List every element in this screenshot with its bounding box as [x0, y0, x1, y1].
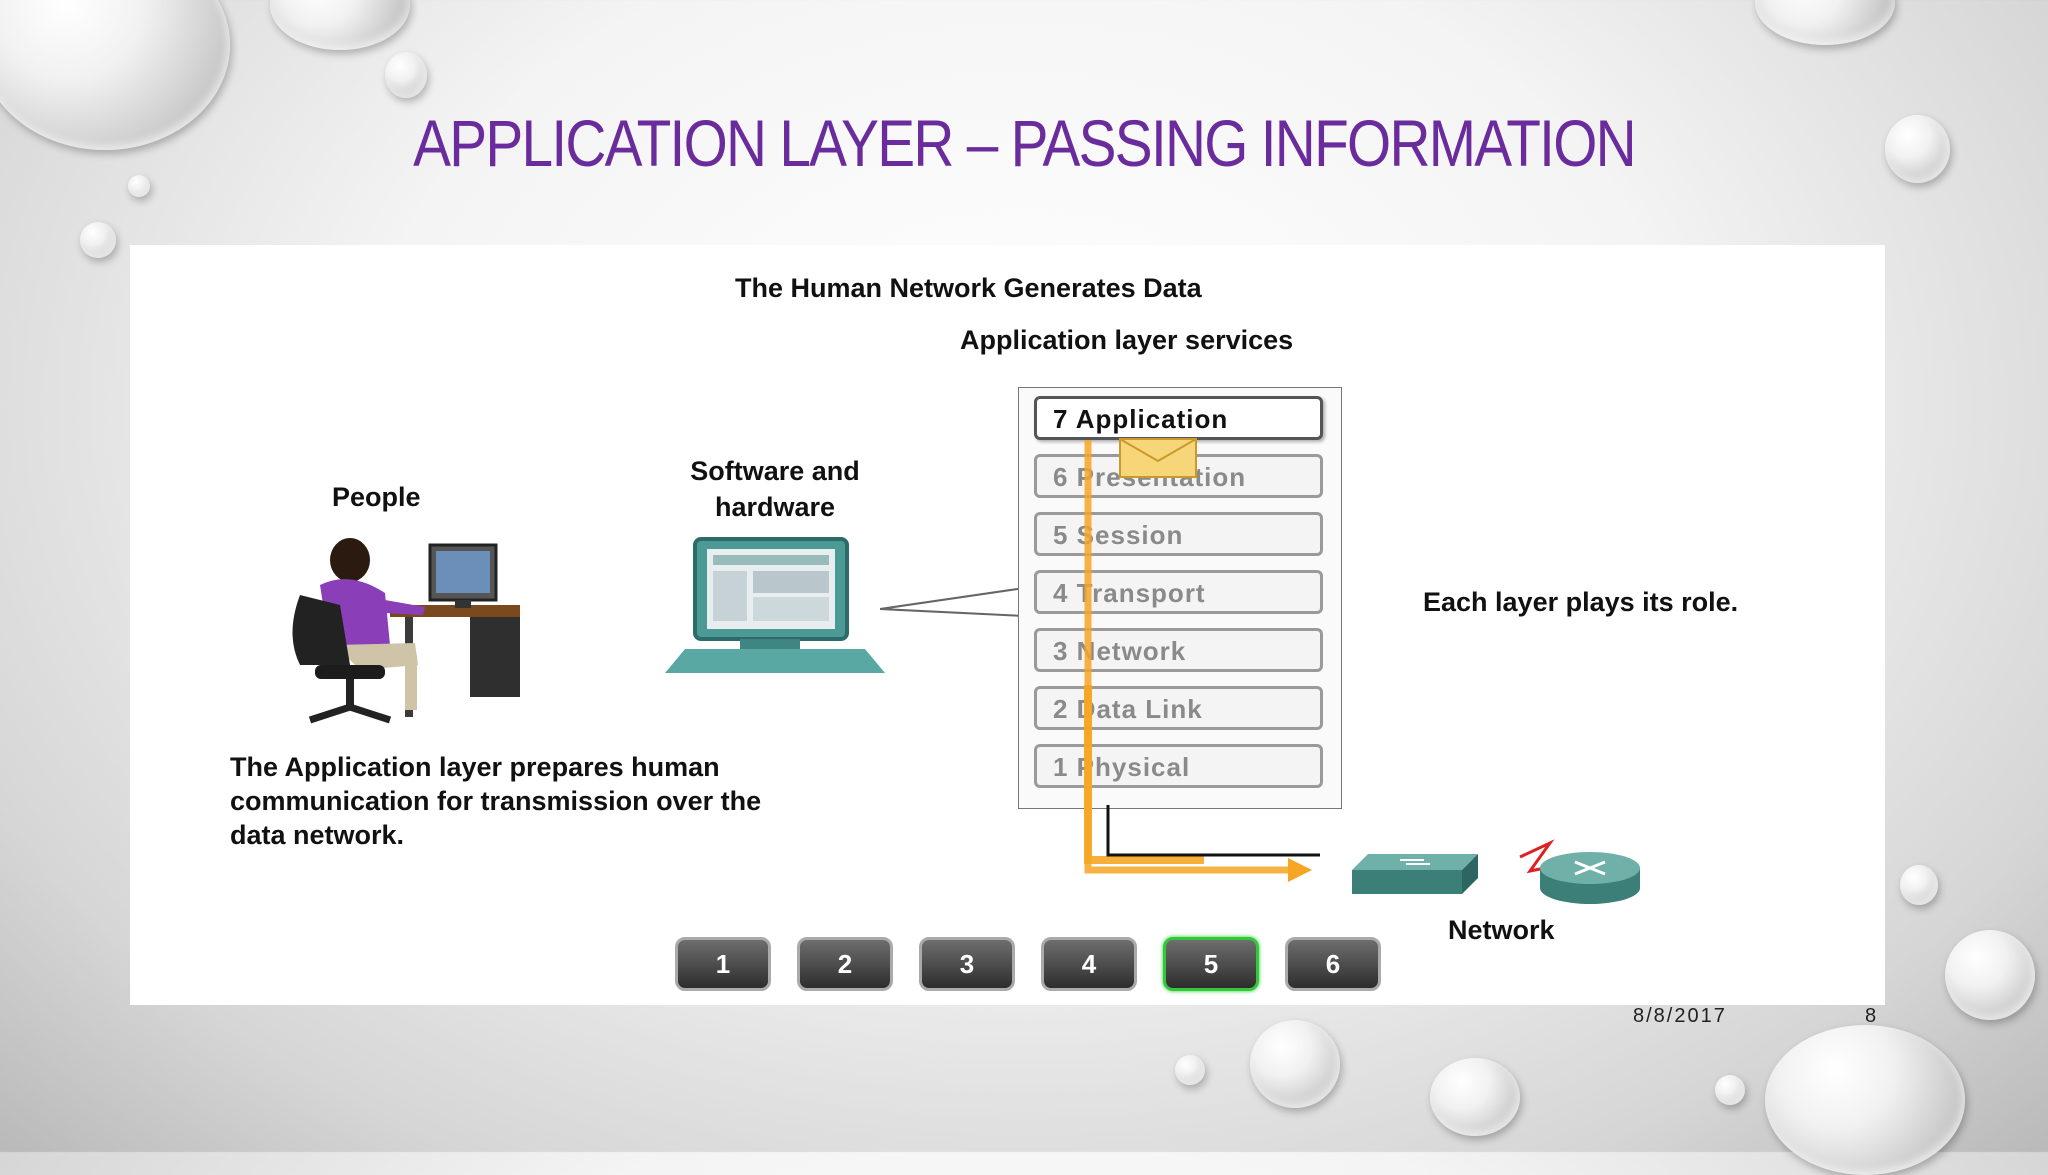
- people-label: People: [332, 482, 421, 512]
- water-drop-decoration: [385, 52, 427, 98]
- layer-transport[interactable]: 4 Transport: [1034, 570, 1323, 614]
- water-drop-decoration: [1765, 1025, 1965, 1175]
- envelope-icon: [1119, 438, 1197, 478]
- layer-physical[interactable]: 1 Physical: [1034, 744, 1323, 788]
- caption-line3: data network.: [230, 820, 405, 850]
- caption: The Application layer prepares human com…: [230, 750, 761, 852]
- water-drop-decoration: [1755, 0, 1895, 45]
- slide-date: 8/8/2017: [1633, 1005, 1727, 1027]
- layer-session[interactable]: 5 Session: [1034, 512, 1323, 556]
- person-at-computer-icon: [292, 538, 520, 724]
- nav-button-2[interactable]: 2: [797, 937, 893, 991]
- nav-button-6[interactable]: 6: [1285, 937, 1381, 991]
- network-label: Network: [1448, 915, 1555, 945]
- water-drop-decoration: [1900, 865, 1938, 905]
- nav-button-5[interactable]: 5: [1163, 937, 1259, 991]
- water-drop-decoration: [1250, 1020, 1340, 1108]
- nav-button-1[interactable]: 1: [675, 937, 771, 991]
- router-icon: [1540, 852, 1640, 904]
- osi-diagram-figure: The Human Network Generates Data Applica…: [130, 245, 1885, 1005]
- role-text: Each layer plays its role.: [1423, 587, 1739, 617]
- water-drop-decoration: [128, 175, 150, 197]
- water-drop-decoration: [80, 222, 116, 258]
- water-drop-decoration: [270, 0, 410, 50]
- figure-heading: The Human Network Generates Data: [735, 273, 1202, 303]
- water-drop-decoration: [1175, 1055, 1205, 1085]
- services-label: Application layer services: [960, 325, 1294, 355]
- caption-line2: communication for transmission over the: [230, 786, 762, 816]
- software-label-line2: hardware: [714, 492, 836, 522]
- software-label: Software and hardware: [640, 453, 910, 525]
- nav-button-3[interactable]: 3: [919, 937, 1015, 991]
- software-label-line1: Software and: [690, 456, 860, 486]
- water-drop-decoration: [1715, 1075, 1745, 1105]
- slide-title: APPLICATION LAYER – PASSING INFORMATION: [413, 106, 1637, 180]
- layer-network[interactable]: 3 Network: [1034, 628, 1323, 672]
- caption-line1: The Application layer prepares human: [230, 752, 720, 782]
- data-flow-path: [1084, 440, 1601, 882]
- layer-data-link[interactable]: 2 Data Link: [1034, 686, 1323, 730]
- nav-button-4[interactable]: 4: [1041, 937, 1137, 991]
- switch-icon: [1352, 854, 1478, 894]
- slide-page-number: 8: [1865, 1005, 1879, 1027]
- water-drop-decoration: [1430, 1058, 1520, 1136]
- workstation-computer-icon: [665, 537, 885, 673]
- water-drop-decoration: [1885, 115, 1950, 183]
- water-drop-decoration: [1945, 930, 2035, 1020]
